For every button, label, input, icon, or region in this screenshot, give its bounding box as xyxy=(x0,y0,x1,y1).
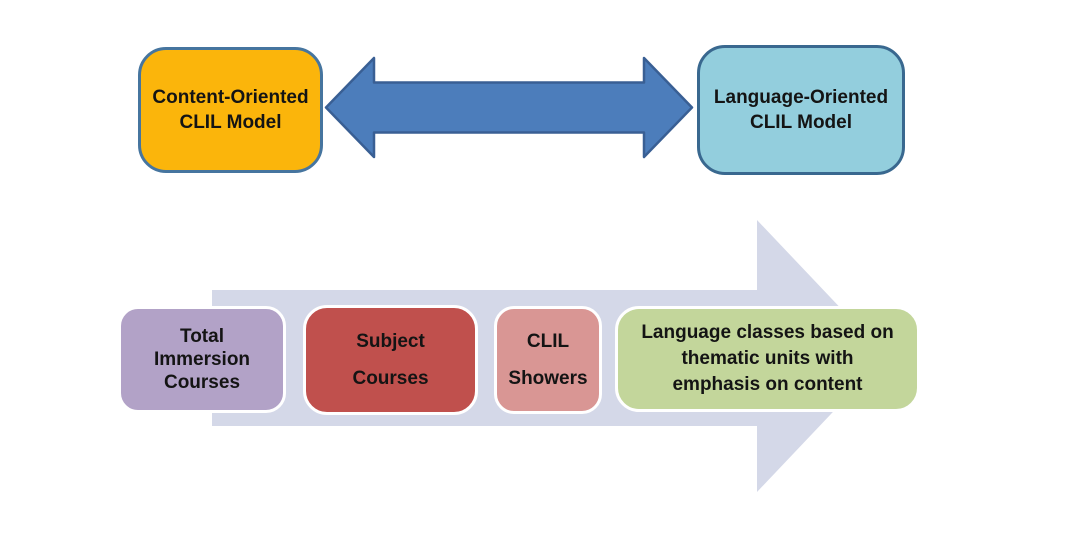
total-immersion-courses-box: Total Immersion Courses xyxy=(118,306,286,413)
subject-courses-label: Subject Courses xyxy=(352,331,429,389)
thematic-language-classes-box: Language classes based on thematic units… xyxy=(615,306,920,412)
content-oriented-model-label: Content-Oriented CLIL Model xyxy=(152,87,309,133)
clil-showers-box: CLIL Showers xyxy=(494,306,602,414)
language-oriented-model-box: Language-Oriented CLIL Model xyxy=(697,45,905,175)
subject-courses-box: Subject Courses xyxy=(303,305,478,415)
thematic-language-classes-label: Language classes based on thematic units… xyxy=(641,322,894,395)
bidirectional-arrow-icon xyxy=(324,56,694,159)
total-immersion-courses-label: Total Immersion Courses xyxy=(153,326,251,393)
clil-showers-label: CLIL Showers xyxy=(508,331,588,389)
content-oriented-model-box: Content-Oriented CLIL Model xyxy=(138,47,323,173)
language-oriented-model-label: Language-Oriented CLIL Model xyxy=(713,87,889,133)
